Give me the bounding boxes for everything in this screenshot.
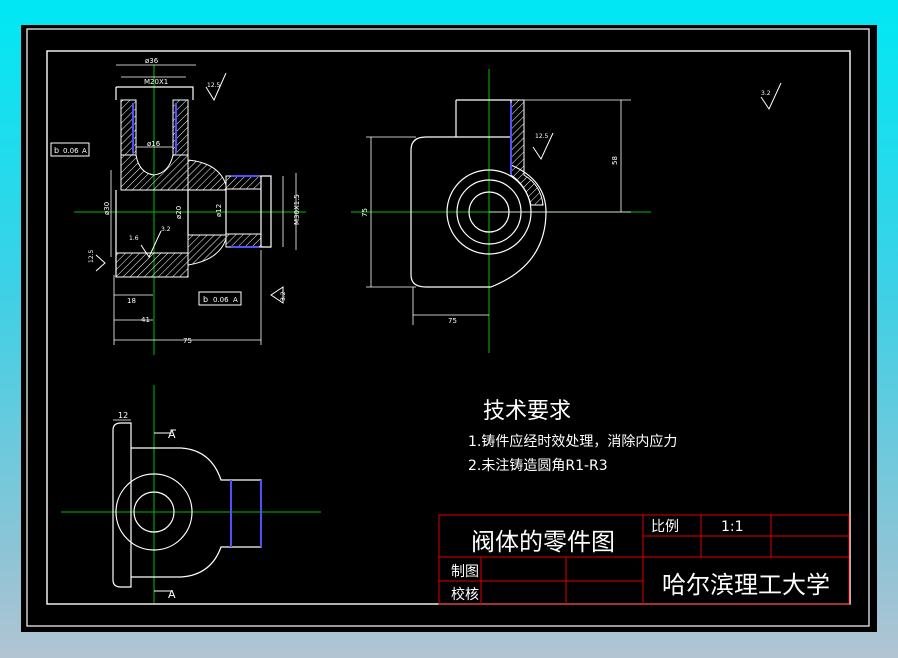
tech-line-2: 2.未注铸造圆角R1-R3 — [468, 458, 608, 474]
tolerance-1-ref: A — [82, 147, 87, 155]
drawn-by-label: 制图 — [451, 564, 479, 580]
roughness-top-right: 3.2 — [761, 90, 771, 97]
roughness-r7: 12.5 — [88, 249, 95, 263]
checked-by-label: 校核 — [451, 586, 479, 603]
dim-m20: M20X1 — [144, 78, 168, 86]
title-block-frame — [438, 514, 850, 605]
roughness-r8: 3.2 — [280, 291, 287, 301]
dim-d20: ø20 — [175, 206, 183, 219]
dim-d36: ø36 — [145, 57, 159, 65]
tech-title: 技术要求 — [483, 399, 571, 424]
dim-d30: ø30 — [103, 202, 111, 215]
side-view — [351, 69, 782, 353]
dim-h75: 75 — [183, 337, 192, 345]
front-section-view — [50, 64, 306, 355]
dim-v75: 75 — [361, 208, 369, 217]
section-label-a: A — [168, 428, 176, 441]
scale-value: 1:1 — [721, 519, 744, 535]
cad-drawing-viewport[interactable]: ø36 M20X1 ø16 ø30 ø20 ø12 M30X1.5 18 41 … — [21, 25, 877, 632]
tolerance-1-symbol: b — [54, 146, 59, 155]
school-name: 哈尔滨理工大学 — [662, 571, 830, 599]
scale-label: 比例 — [651, 519, 679, 535]
dim-d12: ø12 — [215, 204, 223, 217]
tolerance-1-value: 0.06 — [63, 147, 79, 155]
dim-small-2: 3.2 — [161, 226, 171, 233]
tolerance-2-symbol: b — [203, 295, 208, 304]
tolerance-2-ref: A — [233, 296, 238, 304]
tech-line-1: 1.铸件应经时效处理，消除内应力 — [468, 433, 677, 450]
dim-d58: 58 — [611, 156, 619, 165]
tolerance-2-value: 0.06 — [213, 296, 229, 304]
dim-h41: 41 — [141, 316, 150, 324]
outer-frame — [26, 28, 870, 627]
section-label-a-bottom: A — [168, 588, 176, 601]
dim-small-1: 1.6 — [129, 235, 139, 242]
dim-d12b: 12 — [118, 411, 128, 420]
cad-drawing-canvas: ø36 M20X1 ø16 ø30 ø20 ø12 M30X1.5 18 41 … — [26, 28, 870, 627]
dim-d16: ø16 — [147, 140, 161, 148]
dim-h18: 18 — [127, 297, 136, 305]
top-view — [61, 385, 321, 603]
roughness-right-view: 12.5 — [535, 133, 549, 140]
roughness-r1: 12.5 — [207, 82, 221, 89]
part-name: 阀体的零件图 — [471, 528, 615, 556]
dim-h75b: 75 — [448, 317, 457, 325]
dim-m30: M30X1.5 — [293, 194, 301, 225]
